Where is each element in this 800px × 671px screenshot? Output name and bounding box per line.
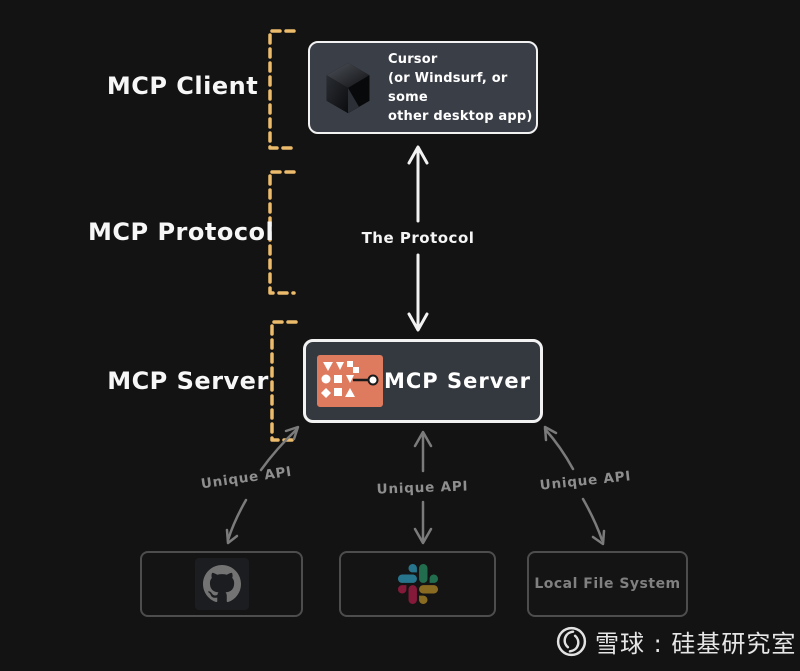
watermark-text: 雪球 : 硅基研究室 — [595, 630, 797, 658]
mcp-client-label: MCP Client — [106, 72, 259, 100]
server-bracket — [270, 320, 298, 442]
slack-icon — [397, 564, 438, 604]
integration-box-github — [140, 551, 303, 617]
local-file-system-label: Local File System — [534, 576, 681, 592]
server-box: MCP Server — [303, 339, 543, 423]
integration-box-local-file-system: Local File System — [527, 551, 688, 617]
protocol-arrow — [407, 145, 429, 332]
mcp-server-side-label: MCP Server — [107, 367, 269, 395]
mcp-logo-icon — [317, 355, 383, 407]
api-arrow-right — [543, 425, 606, 546]
client-box-title: Cursor — [388, 51, 438, 67]
client-box-subtitle-line1: (or Windsurf, or some — [388, 70, 508, 105]
xueqiu-snowball-icon — [555, 625, 588, 658]
server-box-label: MCP Server — [383, 369, 532, 393]
protocol-bracket — [268, 170, 296, 295]
github-icon — [194, 558, 249, 610]
api-arrow-left — [225, 425, 300, 545]
integration-box-slack — [339, 551, 496, 617]
watermark: 雪球 : 硅基研究室 — [555, 624, 796, 659]
mcp-protocol-label: MCP Protocol — [88, 218, 275, 246]
client-box-subtitle-line2: other desktop app) — [388, 108, 533, 124]
the-protocol-label: The Protocol — [361, 229, 475, 247]
cursor-cube-icon — [325, 62, 371, 114]
client-bracket — [268, 29, 296, 150]
client-box: Cursor (or Windsurf, or some other deskt… — [308, 41, 538, 134]
api-arrow-middle — [413, 430, 433, 545]
